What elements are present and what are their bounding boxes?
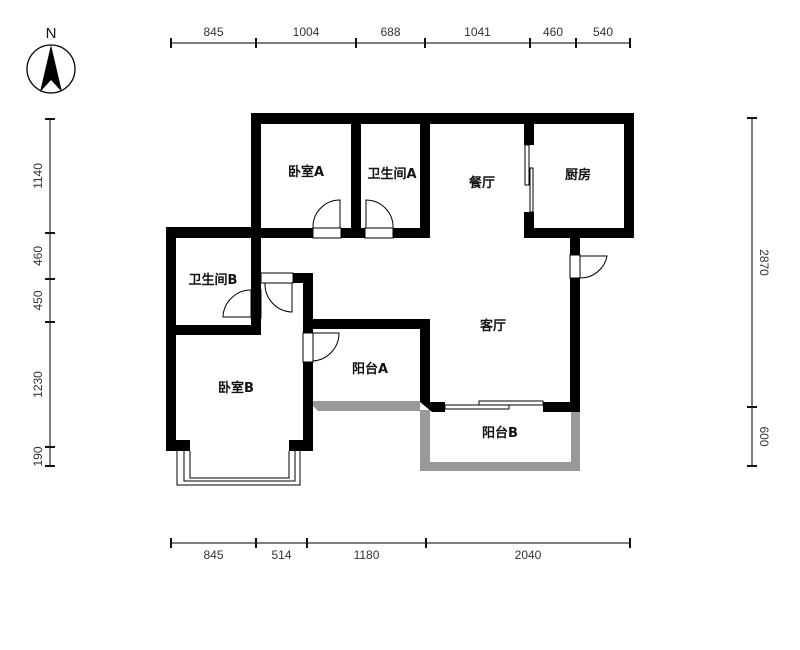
dimension-label: 845 (203, 25, 223, 39)
dimension-label: 845 (203, 548, 223, 562)
room-kitchen: 厨房 (565, 167, 591, 183)
room-balcony-b: 阳台B (482, 425, 518, 441)
dimension-label: 460 (31, 246, 45, 266)
dimension-label: 190 (31, 446, 45, 466)
room-living: 客厅 (480, 318, 506, 334)
dimension-label: 1041 (464, 25, 491, 39)
dimension-label: 1230 (31, 371, 45, 398)
room-balcony-a: 阳台A (352, 361, 388, 377)
room-bedroom-b: 卧室B (218, 380, 254, 396)
north-arrow-icon (26, 44, 76, 94)
dimension-label: 1140 (31, 163, 45, 189)
doors (222, 199, 608, 363)
dimension-label: 514 (271, 548, 291, 562)
dimension-label: 600 (757, 426, 771, 446)
dimension-label: 460 (543, 25, 563, 39)
dimension-label: 1004 (293, 25, 320, 39)
room-bedroom-a: 卧室A (288, 164, 324, 180)
walls (166, 113, 634, 451)
dimension-label: 540 (593, 25, 613, 39)
dimension-label: 2040 (515, 548, 542, 562)
dimension-label: 688 (380, 25, 400, 39)
room-bath-a: 卫生间A (367, 166, 416, 182)
dimension-label: 2870 (757, 249, 771, 276)
north-label: N (46, 25, 57, 42)
dimension-ticks (45, 38, 757, 548)
dimension-label: 450 (31, 290, 45, 310)
dimension-label: 1180 (354, 548, 380, 562)
room-bath-b: 卫生间B (189, 272, 238, 288)
room-dining: 餐厅 (468, 175, 495, 191)
balcony-walls (313, 401, 580, 471)
windows (166, 115, 615, 486)
